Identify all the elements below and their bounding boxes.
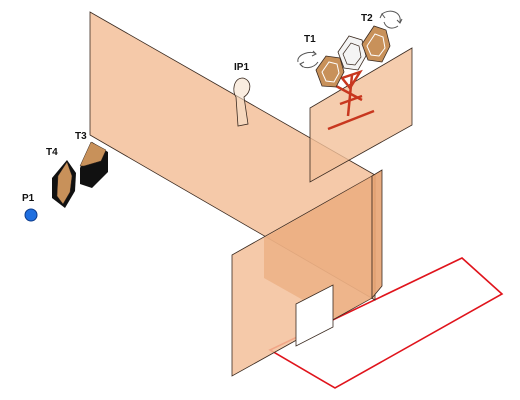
t4-wood-face: [56, 161, 73, 205]
side-wall: [371, 169, 383, 300]
label-t4: T4: [46, 147, 58, 158]
doorway: [295, 284, 334, 347]
label-t3: T3: [75, 131, 87, 142]
t3-wood-face: [79, 141, 107, 167]
wall-overlap: [264, 176, 372, 318]
ip1-post: [233, 77, 251, 127]
floor-outline: [268, 257, 504, 389]
target-stand: [327, 69, 375, 131]
p1-marker: [24, 208, 38, 222]
label-t1: T1: [304, 34, 316, 45]
label-t2: T2: [361, 13, 373, 24]
white-target: [337, 35, 367, 71]
t1-rotation-icon: [297, 50, 319, 69]
t1-target: [315, 55, 345, 88]
t2-rotation-icon: [379, 10, 403, 29]
t2-target: [361, 25, 391, 63]
label-ip1: IP1: [234, 62, 249, 73]
label-p1: P1: [22, 193, 35, 204]
